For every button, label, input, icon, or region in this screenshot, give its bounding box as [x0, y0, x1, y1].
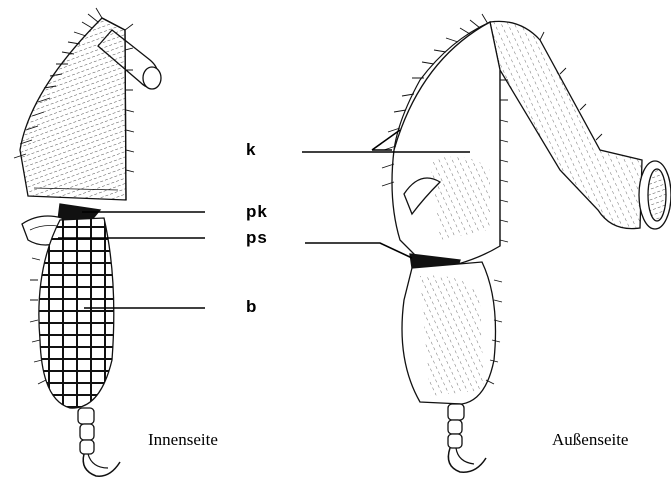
- label-b: b: [246, 298, 257, 315]
- label-ps: ps: [246, 229, 268, 246]
- label-k: k: [246, 141, 256, 158]
- label-pk: pk: [246, 203, 268, 220]
- leader-ps-right: [305, 243, 412, 258]
- inner-leg-drawing: [14, 8, 161, 476]
- outer-leg-drawing: [382, 14, 671, 472]
- caption-inner-side: Innenseite: [148, 431, 218, 448]
- caption-outer-side: Außenseite: [552, 431, 628, 448]
